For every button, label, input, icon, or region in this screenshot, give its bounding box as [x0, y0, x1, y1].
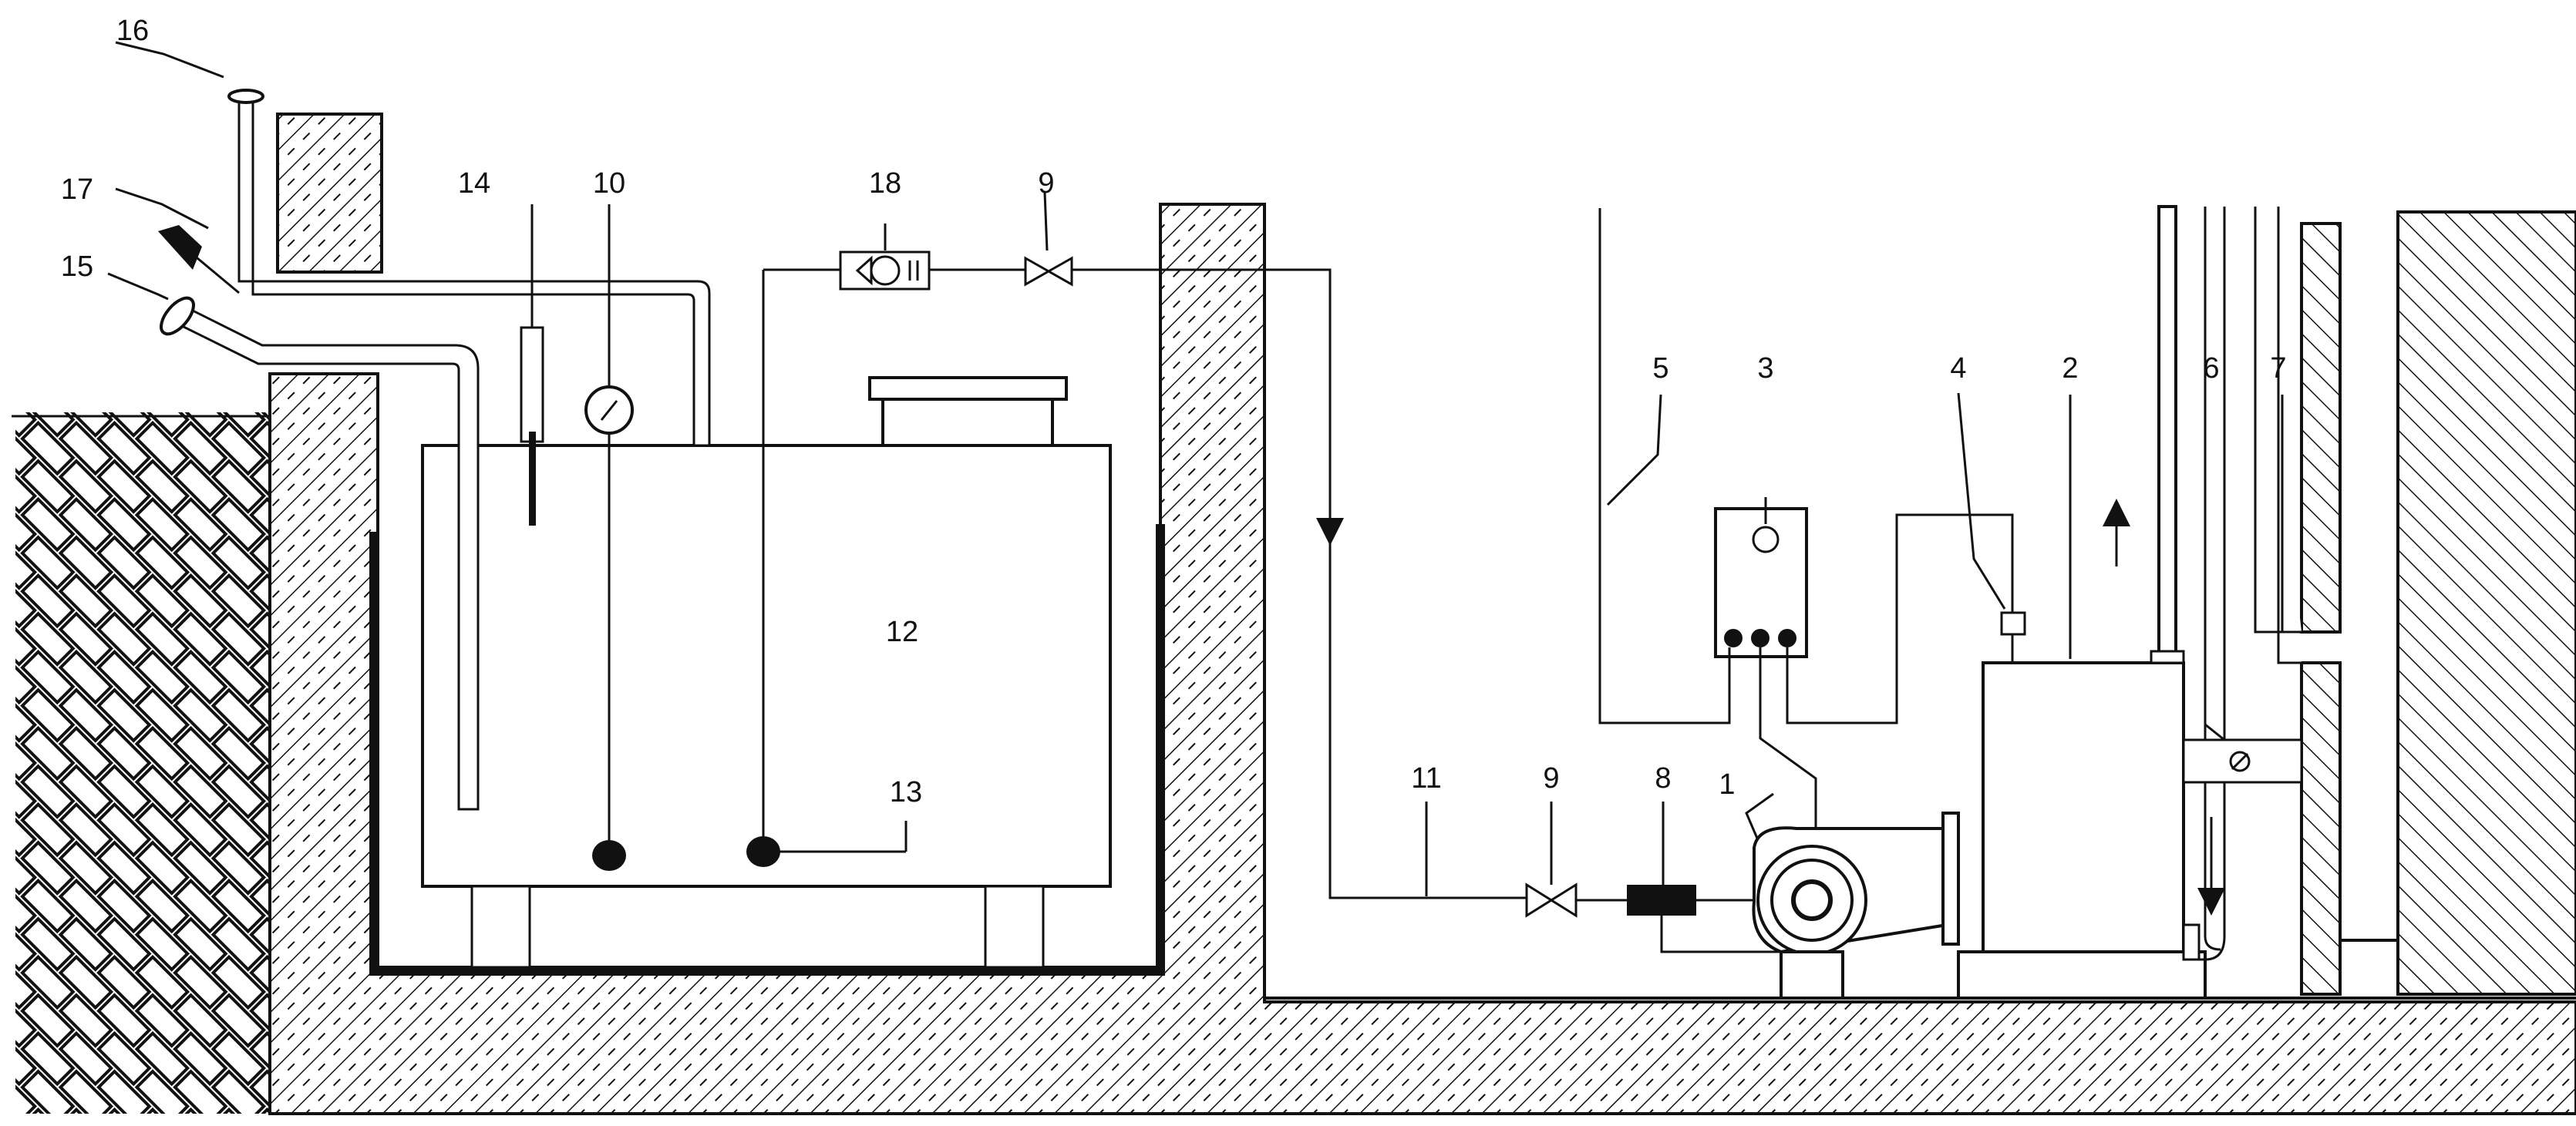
callout-15: 15	[61, 250, 93, 283]
building-wall	[2396, 210, 2576, 996]
fill-cap	[160, 296, 195, 336]
tank-support-left	[470, 885, 531, 969]
boiler-base	[1957, 950, 2207, 1000]
level-gauge	[520, 326, 544, 443]
flue-duct	[2339, 212, 2399, 994]
flame-arrester-pipe	[192, 253, 240, 294]
level-gauge-rod	[529, 432, 536, 526]
boiler	[1982, 661, 2185, 953]
float-10	[592, 840, 626, 871]
oil-filter	[1627, 885, 1696, 916]
valve-upper	[1024, 256, 1073, 287]
tank-manhole	[868, 376, 1068, 401]
callout-5: 5	[1652, 352, 1669, 385]
thermostat	[2000, 611, 2026, 636]
callout-4: 4	[1950, 352, 1966, 385]
callout-2: 2	[2062, 352, 2078, 385]
smoke-pipe	[2182, 207, 2303, 784]
return-line	[2194, 207, 2226, 961]
callout-13: 13	[890, 776, 922, 808]
callout-17: 17	[61, 173, 93, 206]
callout-1: 1	[1719, 768, 1735, 801]
pit-lining	[369, 524, 1165, 976]
callout-9-lower: 9	[1543, 762, 1559, 795]
fill-pipe	[176, 304, 480, 811]
callout-9-upper: 9	[1038, 167, 1054, 200]
leader-lines	[107, 41, 2284, 896]
manhole-neck	[881, 398, 1054, 447]
vent-pipe	[237, 99, 711, 447]
tank-support-right	[984, 885, 1045, 969]
callout-7: 7	[2270, 352, 2286, 385]
callout-10: 10	[593, 167, 625, 200]
foot-valve	[746, 836, 780, 867]
callout-11: 11	[1411, 762, 1441, 795]
wall-block-top	[276, 113, 383, 274]
storage-tank	[421, 444, 1112, 888]
callout-6: 6	[2203, 352, 2219, 385]
valve-lower	[1525, 882, 1578, 918]
suction-line	[763, 268, 1527, 899]
callout-labels: 1 2 3 4 5 6 7 8 9 9 10 11 12 13 14 15 16…	[61, 15, 2287, 808]
callout-18: 18	[869, 167, 901, 200]
callout-3: 3	[1757, 352, 1773, 385]
soil-embankment	[15, 412, 274, 1114]
callout-12: 12	[886, 616, 918, 648]
boiler-flue	[2157, 205, 2177, 655]
control-wiring	[1598, 208, 2014, 829]
flame-arrester	[158, 225, 202, 270]
callout-14: 14	[458, 167, 490, 200]
vent-cap	[227, 89, 264, 104]
oil-pump	[1752, 812, 1960, 1000]
callout-8: 8	[1655, 762, 1671, 795]
chimney-wall	[2300, 222, 2342, 996]
callout-16: 16	[116, 15, 149, 47]
